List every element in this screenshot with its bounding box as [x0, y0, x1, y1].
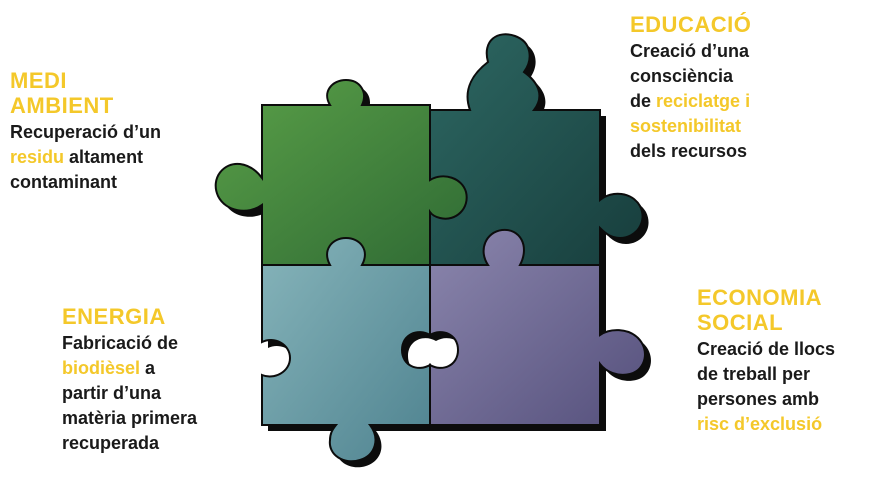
medi-ambient-text: Recuperació d’un residu altament contami…	[10, 120, 240, 195]
medi-ambient-line2: residu altament	[10, 145, 240, 170]
puzzle-piece-teal	[429, 33, 644, 271]
energia-text: Fabricació de biodièsel a partir d’una m…	[62, 331, 262, 456]
educacio-text: Creació d’una consciència de reciclatge …	[630, 39, 870, 164]
economia-social-line1: Creació de llocs	[697, 339, 836, 359]
economia-social-heading-line2: SOCIAL	[697, 310, 784, 335]
energia-line2: biodièsel a	[62, 356, 262, 381]
energia-line3: partir d’una	[62, 383, 162, 403]
economia-social-line3: persones amb	[697, 389, 820, 409]
energia-line1: Fabricació de	[62, 333, 179, 353]
medi-ambient-block: MEDI AMBIENT Recuperació d’un residu alt…	[10, 68, 240, 195]
educacio-line5: dels recursos	[630, 141, 748, 161]
economia-social-line2: de treball per	[697, 364, 811, 384]
energia-heading: ENERGIA	[62, 304, 166, 329]
economia-social-block: ECONOMIA SOCIAL Creació de llocs de treb…	[697, 285, 877, 437]
puzzle-piece-blue	[261, 236, 431, 463]
medi-ambient-heading-line2: AMBIENT	[10, 93, 114, 118]
educacio-line3: de reciclatge i	[630, 89, 870, 114]
medi-ambient-line1: Recuperació d’un	[10, 122, 162, 142]
educacio-line1: Creació d’una	[630, 41, 750, 61]
energia-block: ENERGIA Fabricació de biodièsel a partir…	[62, 304, 262, 456]
educacio-line2: consciència	[630, 66, 734, 86]
economia-social-highlight: risc d’exclusió	[697, 414, 823, 434]
medi-ambient-heading-line1: MEDI	[10, 68, 67, 93]
educacio-highlight-2: sostenibilitat	[630, 116, 742, 136]
energia-line5: recuperada	[62, 433, 160, 453]
medi-ambient-highlight: residu	[10, 147, 65, 167]
medi-ambient-line3: contaminant	[10, 172, 118, 192]
educacio-heading: EDUCACIÓ	[630, 12, 752, 37]
puzzle-piece-green	[214, 78, 468, 266]
medi-ambient-line2-rest: altament	[64, 147, 144, 167]
puzzle-piece-purple	[429, 228, 646, 426]
energia-line2-rest: a	[140, 358, 156, 378]
educacio-block: EDUCACIÓ Creació d’una consciència de re…	[630, 12, 870, 164]
educacio-line3-prefix: de	[630, 91, 657, 111]
energia-highlight: biodièsel	[62, 358, 141, 378]
educacio-highlight-1: reciclatge i	[656, 91, 751, 111]
medi-ambient-heading: MEDI AMBIENT	[10, 68, 240, 118]
economia-social-text: Creació de llocs de treball per persones…	[697, 337, 877, 437]
economia-social-heading: ECONOMIA SOCIAL	[697, 285, 877, 335]
energia-line4: matèria primera	[62, 408, 198, 428]
economia-social-heading-line1: ECONOMIA	[697, 285, 822, 310]
